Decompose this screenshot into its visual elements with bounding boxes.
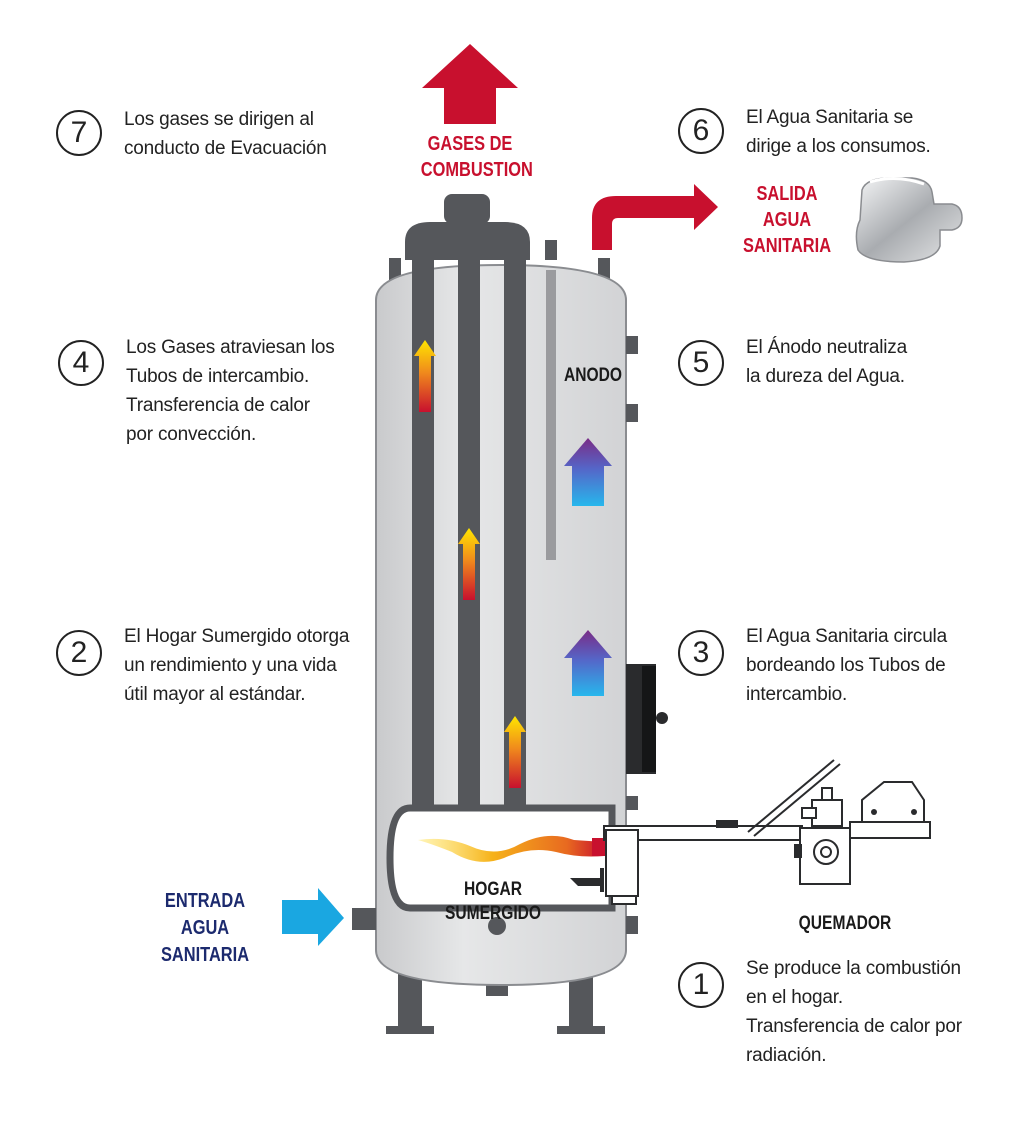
step-5: 5 El Ánodo neutraliza la dureza del Agua… bbox=[678, 337, 907, 391]
drain-plug bbox=[488, 917, 506, 935]
step-number: 1 bbox=[678, 962, 724, 1008]
step-text: El Agua Sanitaria circula bordeando los … bbox=[746, 626, 947, 705]
water-arrows bbox=[564, 438, 612, 696]
salida-label: SALIDA AGUA SANITARIA bbox=[742, 183, 832, 257]
step-text: Se produce la combustión en el hogar. Tr… bbox=[746, 958, 962, 1066]
step-text: El Ánodo neutraliza la dureza del Agua. bbox=[746, 337, 907, 387]
tank-top-stubs bbox=[389, 240, 610, 280]
step-text: El Agua Sanitaria se dirige a los consum… bbox=[746, 107, 931, 157]
anode-rod bbox=[546, 270, 556, 560]
heat-arrows bbox=[414, 340, 526, 788]
step-4: 4 Los Gases atraviesan los Tubos de inte… bbox=[58, 337, 335, 449]
control-box bbox=[626, 664, 668, 774]
burner-assembly bbox=[570, 759, 931, 905]
flue-head bbox=[405, 194, 530, 260]
gases-arrow bbox=[422, 44, 518, 124]
step-6: 6 El Agua Sanitaria se dirige a los cons… bbox=[678, 107, 931, 161]
salida-arrow bbox=[592, 184, 718, 250]
step-text: El Hogar Sumergido otorga un rendimiento… bbox=[124, 626, 350, 705]
step-number: 5 bbox=[678, 340, 724, 386]
step-text: Los Gases atraviesan los Tubos de interc… bbox=[126, 337, 335, 445]
step-number: 2 bbox=[56, 630, 102, 676]
entrada-arrow bbox=[282, 888, 344, 946]
step-7: 7 Los gases se dirigen al conducto de Ev… bbox=[56, 109, 327, 163]
step-1: 1 Se produce la combustión en el hogar. … bbox=[678, 958, 962, 1070]
step-number: 7 bbox=[56, 110, 102, 156]
step-3: 3 El Agua Sanitaria circula bordeando lo… bbox=[678, 626, 947, 709]
hogar-label: HOGAR SUMERGIDO bbox=[444, 879, 542, 924]
step-number: 4 bbox=[58, 340, 104, 386]
step-number: 3 bbox=[678, 630, 724, 676]
step-2: 2 El Hogar Sumergido otorga un rendimien… bbox=[56, 626, 349, 709]
step-number: 6 bbox=[678, 108, 724, 154]
anodo-label: ANODO bbox=[563, 365, 622, 386]
gases-label: GASES DE COMBUSTION bbox=[420, 133, 533, 181]
faucet-icon bbox=[855, 177, 963, 263]
side-fittings bbox=[352, 336, 638, 934]
step-text: Los gases se dirigen al conducto de Evac… bbox=[124, 109, 327, 159]
flame bbox=[418, 835, 604, 862]
quemador-label: QUEMADOR bbox=[798, 913, 892, 934]
entrada-label: ENTRADA AGUA SANITARIA bbox=[160, 890, 250, 966]
